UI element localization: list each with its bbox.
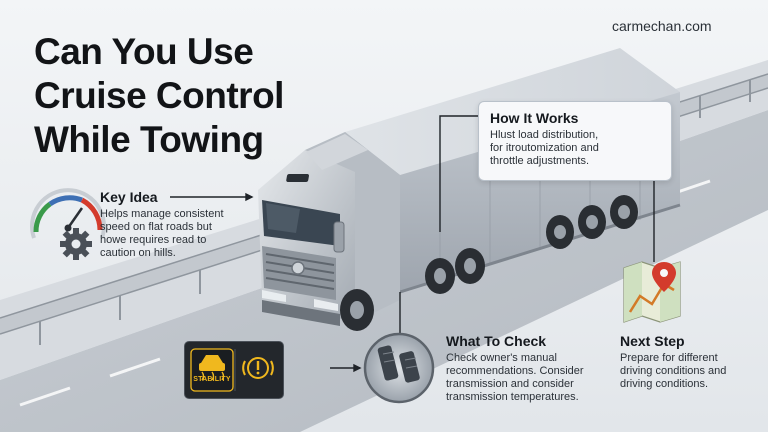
next-step-line: Prepare for different [620, 352, 718, 364]
key-idea-line: speed on flat roads but [100, 221, 212, 233]
what-to-check-line: recommendations. Consider [446, 365, 584, 377]
what-to-check-line: transmission temperatures. [446, 391, 579, 403]
how-it-works-line: for itroutomization and [490, 142, 599, 154]
key-idea-line: Helps manage consistent [100, 208, 224, 220]
site-url: carmechan.com [612, 18, 712, 34]
stability-label: STABILITY [193, 376, 231, 383]
page-title: Can You Use Cruise Control While Towing [34, 31, 284, 160]
gear-icon [60, 228, 92, 260]
what-to-check-heading: What To Check [446, 333, 547, 349]
next-step-line: driving conditions and [620, 365, 727, 377]
brake-warning-icon [242, 357, 274, 379]
stability-control-icon [190, 348, 274, 392]
how-it-works-text: Hlust load distribution, for itroutomiza… [490, 129, 668, 168]
next-step-text: Prepare for different driving conditions… [620, 352, 760, 391]
key-idea-heading: Key Idea [100, 189, 158, 205]
how-it-works-line: throttle adjustments. [490, 155, 590, 167]
pedals-icon [363, 332, 435, 404]
key-idea-text: Helps manage consistent speed on flat ro… [100, 208, 260, 260]
next-step-line: driving conditions. [620, 378, 709, 390]
location-pin-icon [652, 262, 676, 292]
key-idea-line: caution on hills. [100, 247, 176, 259]
key-idea-line: howe requires read to [100, 234, 207, 246]
how-it-works-line: Hlust load distribution, [490, 129, 599, 141]
how-it-works-heading: How It Works [490, 110, 579, 126]
speedometer-icon [30, 188, 106, 239]
what-to-check-line: Check owner's manual [446, 352, 557, 364]
truck-cab [258, 132, 485, 331]
what-to-check-text: Check owner's manual recommendations. Co… [446, 352, 616, 404]
how-it-works-card [478, 101, 672, 181]
what-to-check-line: transmission and consider [446, 378, 574, 390]
next-step-heading: Next Step [620, 333, 685, 349]
